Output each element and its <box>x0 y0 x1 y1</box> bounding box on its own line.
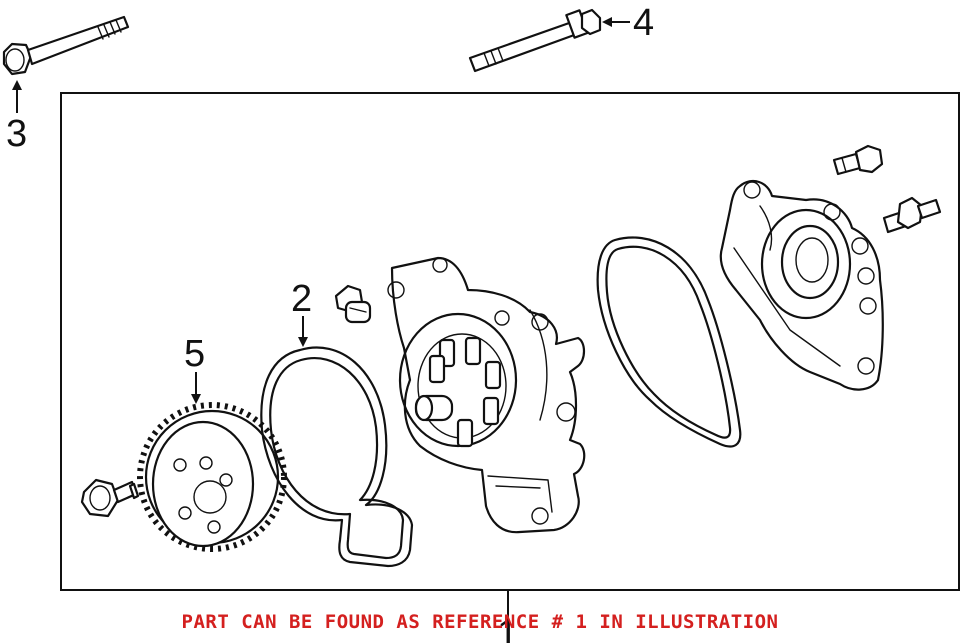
part-3-bolt <box>2 15 130 76</box>
small-plug <box>334 284 372 324</box>
callout-2: 2 <box>291 278 312 320</box>
part-2-gasket <box>260 346 414 568</box>
part-4-bolt <box>468 8 602 73</box>
part-1-water-pump <box>387 256 586 534</box>
part-5-pulley <box>137 402 287 552</box>
teardrop-gasket <box>596 236 742 448</box>
impeller-vanes <box>428 336 502 448</box>
assembly-frame <box>60 92 960 591</box>
pulley-bolt <box>80 478 140 518</box>
callout-5: 5 <box>184 333 205 375</box>
reference-note: PART CAN BE FOUND AS REFERENCE # 1 IN IL… <box>181 611 779 633</box>
callout-4: 4 <box>633 2 654 44</box>
cover-bolt-lower <box>882 196 942 234</box>
callout-3: 3 <box>6 113 27 155</box>
cover-bolt-upper <box>832 144 884 176</box>
pump-cover <box>719 179 884 391</box>
callout-1: 1 <box>497 613 518 643</box>
